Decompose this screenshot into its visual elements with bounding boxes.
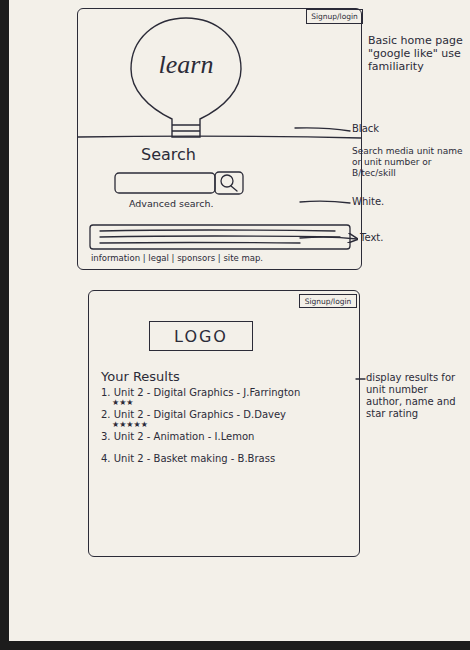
annotation-note: display results for unit number author, … [366,372,466,420]
footer-scribble [100,230,340,243]
search-input [115,173,215,193]
box-label: LOGO [174,327,228,346]
leader-line [295,128,350,131]
box-label: Signup/login [305,297,352,306]
results-heading: Your Results [101,369,180,385]
leader-line [300,201,350,203]
star-rating: ★★★★★ [112,420,192,430]
annotation-note: Search media unit name or unit number or… [352,146,466,178]
result-item: 3. Unit 2 - Animation - I.Lemon [101,431,356,443]
paper-edge [0,641,470,650]
result-item: 4. Unit 2 - Basket making - B.Brass [101,453,356,465]
logo-word: learn [127,49,245,80]
result-item: 1. Unit 2 - Digital Graphics - J.Farring… [101,387,356,399]
star-rating: ★★★ [112,398,192,408]
magnifier-icon [221,175,233,187]
home-page-frame: SearchAdvanced search. information | lega… [77,8,362,270]
login-box: Signup/login [299,294,357,308]
magnifier-icon [231,186,237,191]
annotation-note: Text. [360,232,420,244]
footer-links: information | legal | sponsors | site ma… [91,253,356,263]
link-text: Advanced search. [129,198,214,209]
leader-arrow [300,237,357,239]
login-box: Signup/login [306,9,363,24]
divider-line [78,136,361,138]
search-heading: Search [141,145,196,164]
leader-line [356,378,365,379]
annotation-note: Black [352,123,412,135]
result-item: 2. Unit 2 - Digital Graphics - D.Davey [101,409,356,421]
annotation-note: Basic home page "google like" use famili… [368,34,466,74]
paper-edge [0,0,9,650]
search-button [215,172,243,194]
logo-box: LOGO [149,321,253,351]
annotation-note: White. [352,196,412,208]
lightbulb-logo: learn [127,15,245,139]
box-label: Signup/login [311,12,358,21]
